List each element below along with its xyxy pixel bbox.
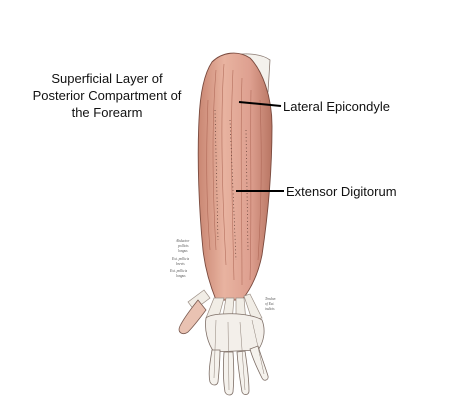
forearm-muscle-mass	[197, 52, 273, 301]
hand	[205, 313, 265, 353]
muscle-fibers	[206, 63, 262, 286]
svg-text:indicis: indicis	[265, 307, 275, 311]
thumb	[178, 299, 207, 334]
lateral-epicondyle-label: Lateral Epicondyle	[283, 99, 390, 114]
finger-tendons	[213, 319, 265, 391]
svg-text:Tendon: Tendon	[265, 297, 276, 301]
title-line-2: Posterior Compartment of	[32, 88, 182, 103]
svg-text:longus: longus	[176, 274, 186, 278]
diagram-title: Superficial Layer of Posterior Compartme…	[18, 70, 196, 121]
svg-text:longus: longus	[178, 249, 188, 253]
svg-text:Ext. pollicis: Ext. pollicis	[171, 257, 190, 261]
svg-text:of Ext.: of Ext.	[265, 302, 274, 306]
svg-text:brevis: brevis	[176, 262, 185, 266]
title-line-3: the Forearm	[71, 105, 143, 120]
title-line-1: Superficial Layer of	[51, 71, 163, 86]
lateral-epicondyle-leader	[238, 101, 282, 107]
micro-labels: Abductor pollicis longus Ext. pollicis b…	[169, 239, 276, 311]
svg-text:Ext. pollicis: Ext. pollicis	[169, 269, 188, 273]
extensor-digitorum-label: Extensor Digitorum	[286, 184, 397, 199]
svg-text:pollicis: pollicis	[177, 244, 189, 248]
svg-text:Abductor: Abductor	[175, 239, 190, 243]
